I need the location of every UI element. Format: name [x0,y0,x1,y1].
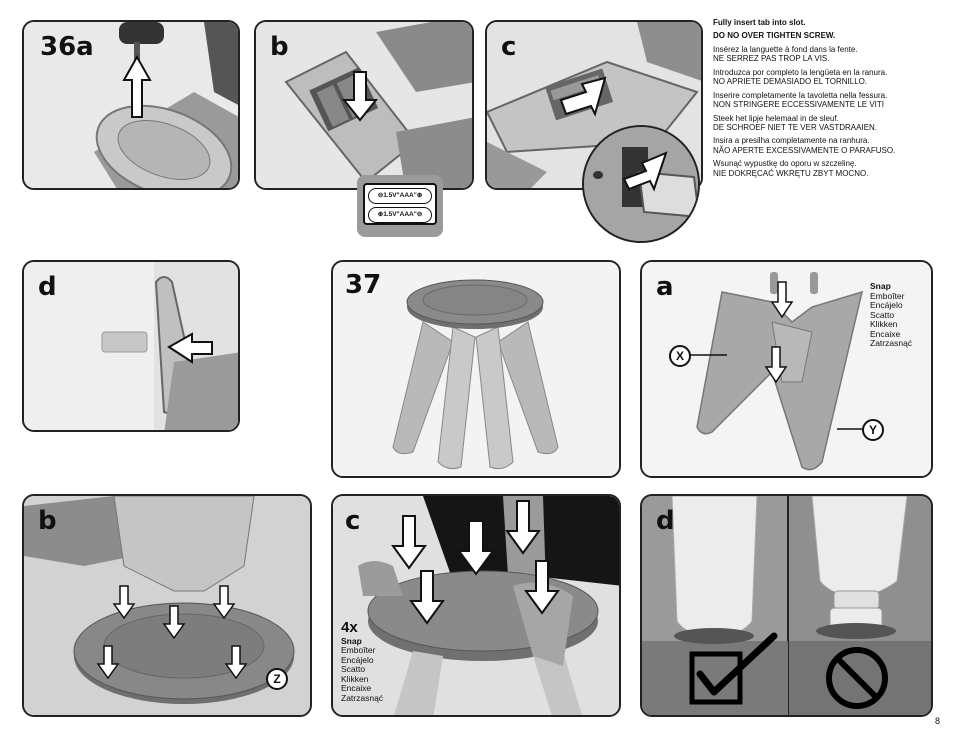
panel-37d: d [640,494,933,717]
instruction-fr: Insérez la languette à fond dans la fent… [713,44,858,64]
instruction-tab: Fully insert tab into slot. [713,18,806,27]
step-label-37b: b [38,506,57,536]
callout-z: Z [266,668,288,690]
snap-label: Snap [870,281,891,291]
minus-sign-icon: ⊖ [377,192,384,199]
battery-slot-2: ⊕1.5V"AAA"⊖ [368,207,432,223]
snap-instructions-a: Snap Emboîter Encájelo Scatto Klikken En… [870,281,913,349]
snap-label-es: Encájelo [870,300,903,311]
step-label-36b: b [270,32,289,62]
press-seat-illustration [333,496,619,715]
instruction-es: Introduzca por completo la lengüeta en l… [713,67,888,87]
snap-label-pt: Encaixe [870,328,901,339]
seat-attach-illustration [24,496,310,715]
panel-37a: a Snap Emboîter Encájelo Scatto Klikken … [640,260,933,478]
snap-label: Snap [341,635,362,646]
instruction-it: Inserire completamente la tavoletta nell… [713,90,888,110]
snap-label-pt: Encaixe [341,683,372,694]
step-label-37d: d [656,506,675,536]
battery-slot-1: ⊖1.5V"AAA"⊕ [368,188,432,204]
stool-illustration [333,262,619,476]
battery-compartment-illustration [256,22,472,188]
plus-sign-icon: ⊕ [377,211,384,218]
panel-36d: d [22,260,240,432]
battery-label-1: 1.5V"AAA" [383,192,417,199]
plus-sign-icon: ⊕ [416,192,423,199]
battery-label-2: 1.5V"AAA" [383,211,417,218]
snap-label-es: Encájelo [341,654,374,665]
panel-36b: b [254,20,474,190]
snap-label-it: Scatto [341,664,366,675]
leg-assembly-illustration [642,262,931,476]
step-label-36a: 36a [40,32,94,62]
mount-remote-illustration [24,262,238,430]
prohibited-icon [826,647,888,709]
snap-label-it: Scatto [870,309,895,320]
panel-36a: 36a [22,20,240,190]
instruction-pt: Insira a presilha completamente na ranhu… [713,136,896,155]
panel-37b: b Z [22,494,312,717]
snap-count: 4x [341,619,358,636]
check-mark-icon [689,632,778,705]
instruction-screw: DO NO OVER TIGHTEN SCREW. [713,31,836,41]
instructions-text: Fully insert tab into slot. DO NO OVER T… [713,18,938,182]
step-label-36d: d [38,272,57,302]
snap-label-pl: Zatrzasnąć [341,692,384,703]
panel-37c: c 4x Snap Emboîter Encájelo Scatto Klikk… [331,494,621,717]
snap-label-fr: Emboîter [870,290,905,301]
callout-y: Y [862,419,884,441]
snap-label-nl: Klikken [870,319,898,330]
step-label-37c: c [345,506,361,536]
snap-label-fr: Emboîter [341,645,376,656]
instruction-pl: Wsunąć wypustkę do oporu w szczelinę. NI… [713,159,869,178]
snap-instructions-c: 4x Snap Emboîter Encájelo Scatto Klikken… [341,619,384,703]
tab-slot-closeup [584,127,698,241]
step-label-37: 37 [345,270,382,300]
page-number: 8 [934,716,940,726]
remote-screw-illustration [24,22,238,188]
panel-37: 37 [331,260,621,478]
callout-x: X [669,345,691,367]
snap-label-nl: Klikken [341,673,369,684]
step-label-36c: c [501,32,517,62]
instruction-nl: Steek het lipje helemaal in de sleuf. DE… [713,113,878,132]
step-label-37a: a [656,272,674,302]
snap-label-pl: Zatrzasnąć [870,338,913,349]
battery-orientation-inset: ⊖1.5V"AAA"⊕ ⊕1.5V"AAA"⊖ [357,175,443,237]
minus-sign-icon: ⊖ [416,211,423,218]
zoom-detail-circle [582,125,700,243]
